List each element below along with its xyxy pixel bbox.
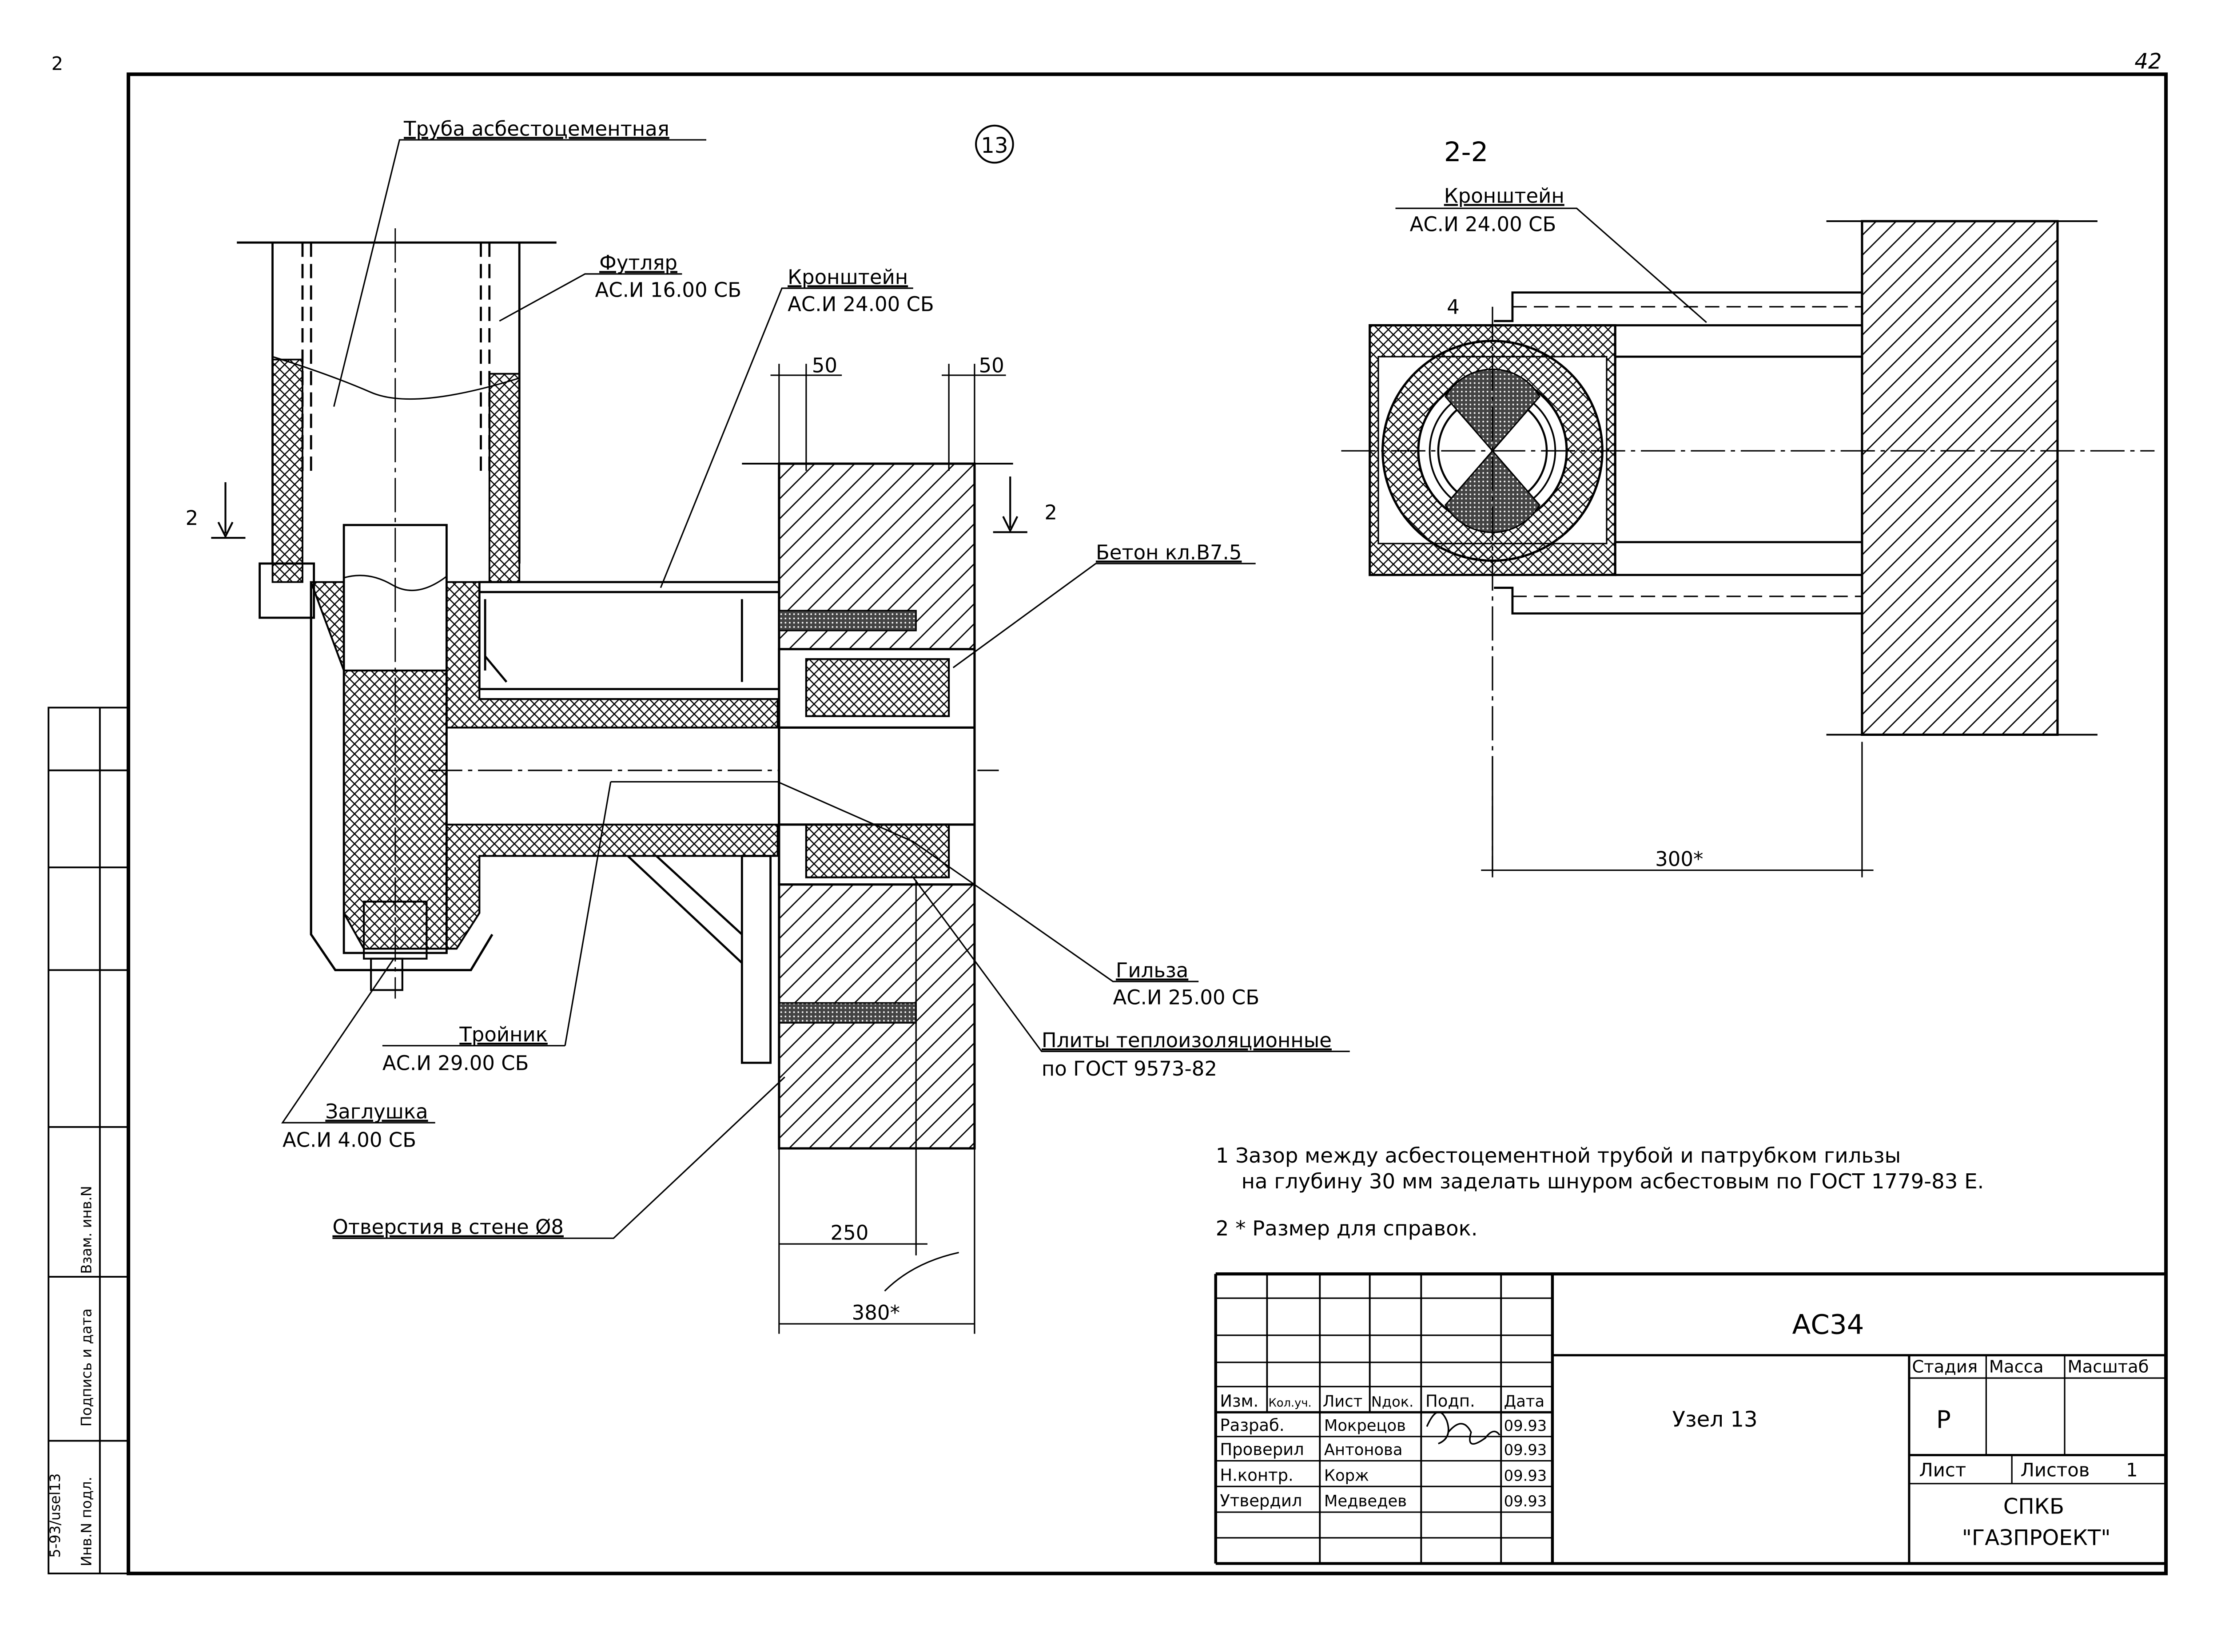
label-plates: Плиты теплоизоляционные (1042, 1029, 1332, 1052)
section-leader (1395, 207, 1707, 323)
label-sleeve-code: АС.И 25.00 СБ (1113, 986, 1260, 1009)
inv-original-label: Инв.N подл. (78, 1477, 95, 1566)
sheets-header: Листов (2020, 1459, 2090, 1481)
note-1-line-2: на глубину 30 мм заделать шнуром асбесто… (1242, 1169, 1984, 1193)
label-plug-code: АС.И 4.00 СБ (283, 1128, 416, 1152)
label-bracket: Кронштейн (788, 265, 908, 289)
col-podp: Подп. (1425, 1391, 1475, 1410)
section-mark-right-label: 2 (1044, 500, 1057, 524)
left-stamp-strip (48, 707, 130, 1575)
label-bracket-code: АС.И 24.00 СБ (788, 292, 934, 316)
dim-50-right: 50 (979, 354, 1004, 377)
section-wall (1826, 220, 2098, 736)
signature-date-label: Подпись и дата (78, 1308, 95, 1426)
label-casing: Футляр (599, 251, 677, 274)
sleeve-pipe (778, 726, 976, 826)
leader-lines (281, 139, 1350, 1239)
sheet-header: Лист (1919, 1459, 1966, 1481)
section-dim-300-text: 300* (1655, 847, 1703, 871)
label-plates-std: по ГОСТ 9573-82 (1042, 1057, 1217, 1080)
wall-anchor-bottom (778, 1002, 917, 1024)
svg-text:13: 13 (981, 133, 1008, 158)
row-role: Утвердил (1220, 1491, 1302, 1510)
bracket-top (478, 581, 780, 691)
label-casing-code: АС.И 16.00 СБ (595, 278, 741, 302)
label-holes: Отверстия в стене Ø8 (332, 1215, 564, 1239)
row-role: Проверил (1220, 1440, 1304, 1459)
org-name-2: "ГАЗПРОЕКТ" (1962, 1525, 2111, 1550)
tee-outline (310, 582, 494, 971)
row-date: 09.93 (1504, 1467, 1547, 1484)
col-kol: Кол.уч. (1269, 1396, 1312, 1410)
dim-380: 380* (852, 1301, 900, 1324)
casing-insulation-left (271, 358, 303, 583)
section-mark-right (993, 477, 1027, 533)
col-ndok: Nдок. (1371, 1393, 1413, 1410)
row-date: 09.93 (1504, 1417, 1547, 1434)
mass-header: Масса (1989, 1357, 2044, 1377)
dim-50-left: 50 (812, 354, 837, 377)
stage-value: Р (1936, 1406, 1951, 1434)
plug-stub (370, 957, 403, 991)
note-2: 2 * Размер для справок. (1216, 1216, 1478, 1240)
sheets-value: 1 (2126, 1459, 2138, 1481)
section-bracket-body (1494, 291, 1862, 615)
section-title: 2-2 (1444, 136, 1489, 168)
handwritten-signature (1426, 1411, 1501, 1445)
title-block-grid (1214, 1272, 2166, 1565)
row-role: Разраб. (1220, 1416, 1284, 1435)
section-bracket-label: Кронштейн (1444, 184, 1564, 207)
row-date: 09.93 (1504, 1442, 1547, 1459)
col-data: Дата (1504, 1392, 1544, 1410)
row-role: Н.контр. (1220, 1465, 1293, 1485)
dim-250: 250 (830, 1221, 868, 1245)
inner-pipe-break (343, 575, 447, 592)
row-person: Антонова (1324, 1441, 1403, 1459)
row-person: Мокрецов (1324, 1417, 1406, 1435)
corner-mark: 2 (52, 53, 64, 75)
stage-header: Стадия (1912, 1357, 1978, 1377)
col-list: Лист (1323, 1392, 1363, 1410)
doc-name: Узел 13 (1672, 1407, 1758, 1432)
doc-code: АС34 (1792, 1309, 1864, 1341)
section-mark-left-label: 2 (186, 506, 199, 530)
wall-insulation-top (805, 658, 950, 717)
wall-insulation-bottom (805, 819, 950, 878)
casing-insulation-right (488, 373, 521, 583)
wall-anchor-top (778, 610, 917, 631)
col-izm: Изм. (1220, 1391, 1258, 1410)
row-date: 09.93 (1504, 1493, 1547, 1510)
section-mark-left (211, 482, 246, 539)
label-tee-code: АС.И 29.00 СБ (382, 1051, 529, 1075)
scale-header: Масштаб (2067, 1357, 2149, 1377)
section-bracket-code: АС.И 24.00 СБ (1410, 213, 1556, 236)
label-sleeve: Гильза (1116, 958, 1188, 982)
org-name-1: СПКБ (2003, 1494, 2064, 1519)
page-number: 42 (2134, 49, 2161, 74)
node-number-marker: 13 (975, 124, 1014, 164)
row-person: Корж (1324, 1466, 1369, 1485)
label-concrete: Бетон кл.В7.5 (1096, 540, 1242, 564)
label-plug: Заглушка (325, 1100, 428, 1123)
label-tee: Тройник (459, 1023, 548, 1046)
section-dim-300 (1481, 742, 1874, 878)
bracket-support (627, 855, 772, 1064)
tee-insulation (310, 581, 779, 950)
file-name: 5-93/usel13 (47, 1473, 64, 1558)
label-asbestos-pipe: Труба асбестоцементная (403, 117, 669, 140)
note-1-line-1: 1 Зазор между асбестоцементной трубой и … (1216, 1144, 1901, 1168)
row-person: Медведев (1324, 1492, 1407, 1510)
main-dimensions (770, 364, 1006, 1334)
section-item-no: 4 (1447, 295, 1460, 319)
vzam-inv-label: Взам. инв.N (78, 1186, 95, 1274)
